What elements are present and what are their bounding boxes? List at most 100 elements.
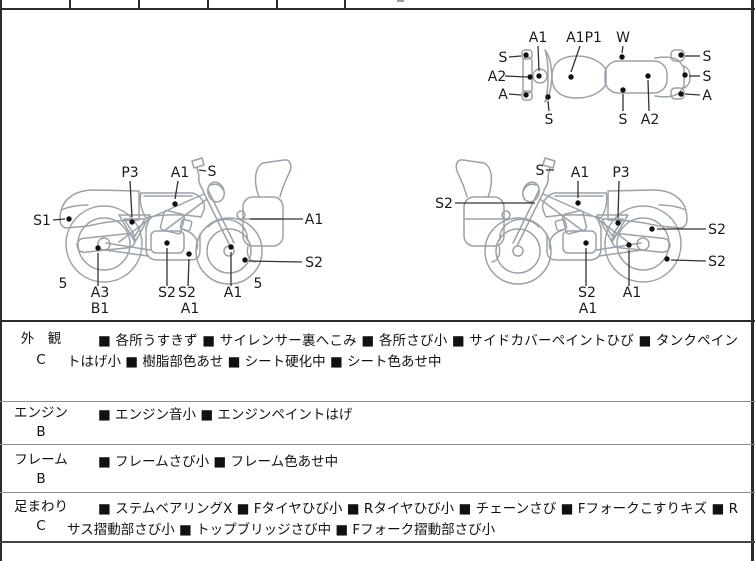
left-side-bike-art	[59, 157, 292, 285]
right-side-bike-art	[455, 157, 688, 285]
diagram-label: A3	[91, 285, 109, 301]
inspection-row-undercarriage: 足まわり C ■ ステムベアリングX ■ Fタイヤひび小 ■ Rタイヤひび小 ■…	[0, 493, 755, 541]
diagram-label: S2	[305, 255, 323, 271]
rear-cowl-top	[654, 56, 685, 98]
marker-dot	[645, 73, 651, 79]
diagram-label: A1	[623, 285, 641, 301]
diagram-label: S2	[708, 222, 726, 238]
leader-line	[508, 93, 522, 96]
inspection-row-exterior: 外 観 C ■ 各所うすきず ■ サイレンサー裏へこみ ■ 各所さび小 ■ サイ…	[0, 323, 755, 401]
category-label: エンジン	[14, 405, 68, 421]
inspection-row-empty	[0, 543, 755, 561]
diagram-label: S2	[708, 254, 726, 270]
leader-line	[508, 55, 522, 58]
seat-top	[604, 60, 668, 94]
leader-line	[187, 258, 190, 287]
diagram-label: A1	[305, 212, 323, 228]
diagram-label: A2	[488, 69, 506, 85]
leader-line	[129, 180, 133, 218]
row-separator	[0, 401, 755, 402]
category-label: 足まわり	[14, 499, 68, 515]
diagram-label: S	[208, 164, 217, 180]
marker-dot	[228, 244, 234, 250]
sheet-left-border	[0, 0, 2, 561]
top-view-bike-art	[521, 49, 691, 103]
diagram-label: A1	[224, 285, 242, 301]
diagram-label: S2	[178, 285, 196, 301]
marker-dot	[678, 91, 684, 97]
cropped-text-remnant	[397, 0, 404, 2]
marker-dot	[164, 240, 170, 246]
top-row-cell-border	[344, 0, 346, 9]
diagram-label: S2	[578, 285, 596, 301]
top-row-bottom-border	[0, 8, 755, 10]
fuel-tank-top	[551, 55, 607, 99]
diagram-label: S	[703, 69, 712, 85]
diagram-label: A2	[641, 112, 659, 128]
leader-line	[504, 75, 528, 78]
defect-items: ■ 各所うすきず ■ サイレンサー裏へこみ ■ 各所さび小 ■ サイドカバーペイ…	[67, 333, 738, 370]
diagram-label: S	[499, 50, 508, 66]
diagram-label: A1P1	[566, 30, 602, 46]
category-label: 外 観	[20, 331, 62, 347]
bar-end-left-top	[521, 49, 533, 60]
defect-items: ■ フレームさび小 ■ フレーム色あせ中	[98, 454, 339, 470]
inspection-row-engine: エンジン B ■ エンジン音小 ■ エンジンペイントはげ	[0, 402, 755, 444]
marker-dot	[615, 220, 621, 226]
marker-dot	[649, 226, 655, 232]
diagram-label: S	[619, 112, 628, 128]
handlebar	[522, 56, 533, 94]
diagram-label: W	[616, 30, 630, 46]
diagram-label: S2	[435, 196, 453, 212]
row-separator	[0, 492, 755, 493]
marker-dot	[242, 257, 248, 263]
leader-line	[670, 259, 707, 262]
diagram-label: 5	[59, 276, 68, 292]
diagram-label: A1	[529, 30, 547, 46]
marker-dot	[186, 251, 192, 257]
defect-items: ■ ステムベアリングX ■ Fタイヤひび小 ■ Rタイヤひび小 ■ チェーンさび…	[67, 501, 738, 538]
grade-value: B	[36, 471, 46, 487]
row-separator	[0, 541, 755, 543]
top-row-cell-border	[207, 0, 209, 9]
diagram-label: S1	[33, 213, 51, 229]
diagram-label: A1	[571, 165, 589, 181]
marker-dot	[172, 201, 178, 207]
marker-dot	[523, 52, 529, 58]
leader-line	[684, 93, 701, 96]
leader-line	[198, 169, 207, 172]
diagram-label: A	[498, 87, 508, 103]
leader-line	[621, 45, 624, 54]
diagram-label: A1	[171, 165, 189, 181]
diagram-label: 5	[254, 276, 263, 292]
marker-dot	[568, 74, 574, 80]
marker-dot	[129, 219, 135, 225]
peg-right-top	[670, 49, 685, 62]
marker-dot	[620, 87, 626, 93]
defect-items: ■ エンジン音小 ■ エンジンペイントはげ	[98, 407, 353, 423]
diagram-label: B1	[91, 301, 110, 317]
diagram-label: S	[703, 49, 712, 65]
marker-dot	[545, 94, 551, 100]
leader-line	[570, 45, 581, 73]
bar-end-left-bottom	[521, 90, 533, 101]
marker-dot	[619, 54, 625, 60]
leader-line	[174, 180, 179, 200]
windshield	[544, 49, 553, 103]
marker-dot	[626, 242, 632, 248]
inspection-row-frame: フレーム B ■ フレームさび小 ■ フレーム色あせ中	[0, 445, 755, 492]
grade-value: B	[36, 424, 46, 440]
leader-line	[537, 45, 540, 72]
marker-dot	[682, 72, 688, 78]
diagram-label: A1	[181, 301, 199, 317]
marker-dot	[527, 74, 533, 80]
grade-value: C	[36, 352, 46, 368]
marker-dot	[678, 52, 684, 58]
marker-dot	[664, 256, 670, 262]
steering-head	[532, 68, 548, 84]
marker-dot	[66, 216, 72, 222]
